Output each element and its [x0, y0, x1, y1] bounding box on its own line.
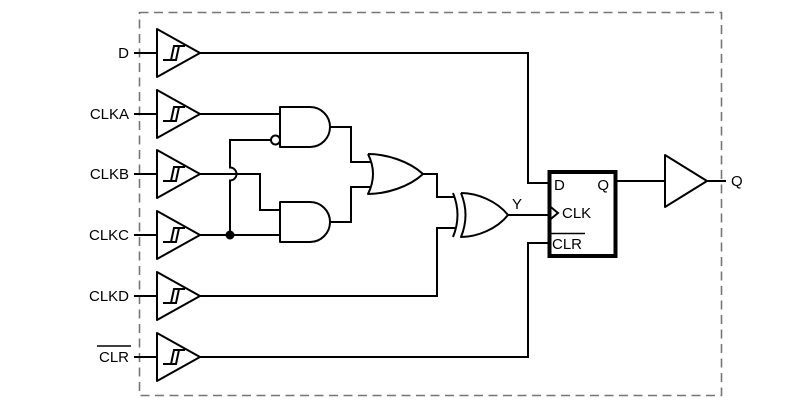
net-label-y: Y — [512, 196, 522, 213]
hysteresis-icon — [163, 227, 185, 243]
junction-dot-clkc — [225, 230, 235, 240]
or-gate — [367, 153, 424, 195]
wire-d-to-ff — [200, 52, 551, 184]
hysteresis-icon — [163, 166, 185, 182]
clock-edge-triangle-icon — [548, 205, 560, 221]
input-row-clkc: CLKC — [89, 210, 201, 260]
output-label-q: Q — [731, 173, 743, 190]
wire-and1-to-or — [330, 126, 372, 163]
hysteresis-icon — [163, 288, 185, 304]
input-label-clkd: CLKD — [89, 288, 129, 305]
input-row-clkd: CLKD — [89, 271, 201, 321]
and1-gate-inverted-input — [279, 106, 331, 148]
input-label-clkb: CLKB — [90, 166, 129, 183]
wire-and2-to-or — [330, 186, 372, 223]
input-row-d: D — [118, 28, 201, 78]
ff-pin-clr: CLR — [552, 236, 582, 253]
ff-pin-clk: CLK — [562, 205, 591, 222]
hysteresis-icon — [163, 106, 185, 122]
ff-pin-q: Q — [597, 177, 609, 194]
hysteresis-icon — [163, 45, 185, 61]
input-label-clr: CLR — [99, 349, 129, 366]
xor-gate-input-arc — [452, 192, 459, 238]
input-row-clkb: CLKB — [90, 149, 201, 199]
package-outline — [138, 11, 723, 397]
flip-flop-box — [547, 170, 618, 258]
input-row-clr: CLR — [97, 332, 201, 382]
wire-clkc-branch-to-and1-bubble-with-hop — [229, 139, 271, 235]
wire-clkb-to-and2 — [200, 173, 280, 211]
wire-clkd-to-xor — [200, 227, 455, 297]
input-label-d: D — [118, 45, 129, 62]
output-buffer — [664, 154, 708, 208]
wire-or-to-xor — [423, 173, 455, 198]
input-row-clka: CLKA — [90, 89, 201, 139]
input-label-clka: CLKA — [90, 106, 129, 123]
and2-gate — [279, 201, 331, 243]
input-label-clkc: CLKC — [89, 227, 129, 244]
ff-pin-d: D — [554, 177, 565, 194]
wire-clr-to-ff — [200, 242, 551, 358]
d-flip-flop: D Q CLK CLR — [547, 170, 618, 258]
xor-gate-body — [460, 192, 509, 238]
hysteresis-icon — [163, 349, 185, 365]
and1-input-inverter-bubble — [270, 134, 281, 146]
